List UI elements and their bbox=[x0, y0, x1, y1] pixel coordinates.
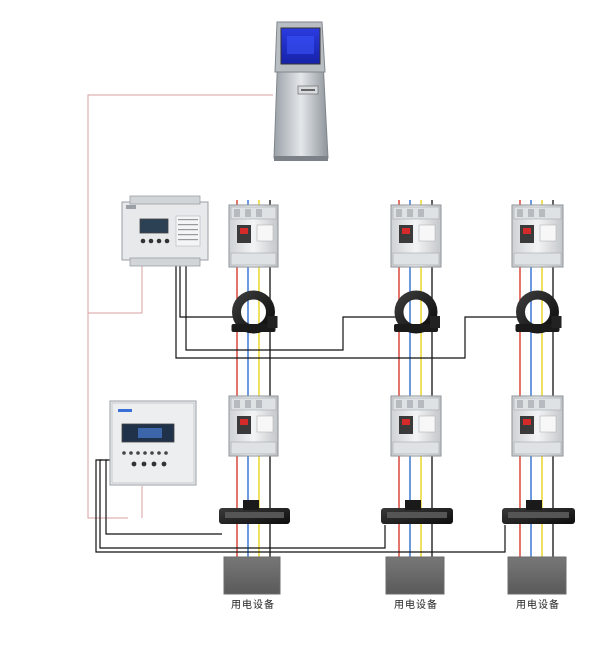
ring-current-transformer bbox=[394, 290, 440, 334]
circuit-breaker bbox=[511, 204, 564, 268]
ring-current-transformer bbox=[231, 290, 278, 334]
load-device-box bbox=[507, 556, 567, 595]
split-core-current-transformer bbox=[219, 500, 290, 524]
load-device-box bbox=[223, 556, 281, 595]
load-label-1: 用电设备 bbox=[231, 600, 275, 611]
communication-lines bbox=[87, 94, 273, 519]
split-core-current-transformer bbox=[381, 500, 453, 524]
query-kiosk bbox=[273, 21, 329, 161]
circuit-breaker bbox=[390, 204, 442, 268]
ring-current-transformer bbox=[515, 290, 562, 334]
circuit-breaker bbox=[390, 395, 442, 457]
circuit-breaker bbox=[511, 395, 564, 457]
load-label-2: 用电设备 bbox=[394, 600, 438, 611]
signal-cables bbox=[95, 262, 522, 553]
branch-devices bbox=[219, 204, 575, 595]
panel-monitor bbox=[109, 400, 197, 486]
load-label-3: 用电设备 bbox=[516, 600, 560, 611]
load-device-box bbox=[385, 556, 445, 595]
din-rail-monitor bbox=[121, 195, 209, 267]
monitor-display bbox=[139, 218, 169, 234]
circuit-breaker bbox=[228, 204, 279, 268]
circuit-breaker bbox=[228, 395, 279, 457]
split-core-current-transformer bbox=[502, 500, 575, 524]
